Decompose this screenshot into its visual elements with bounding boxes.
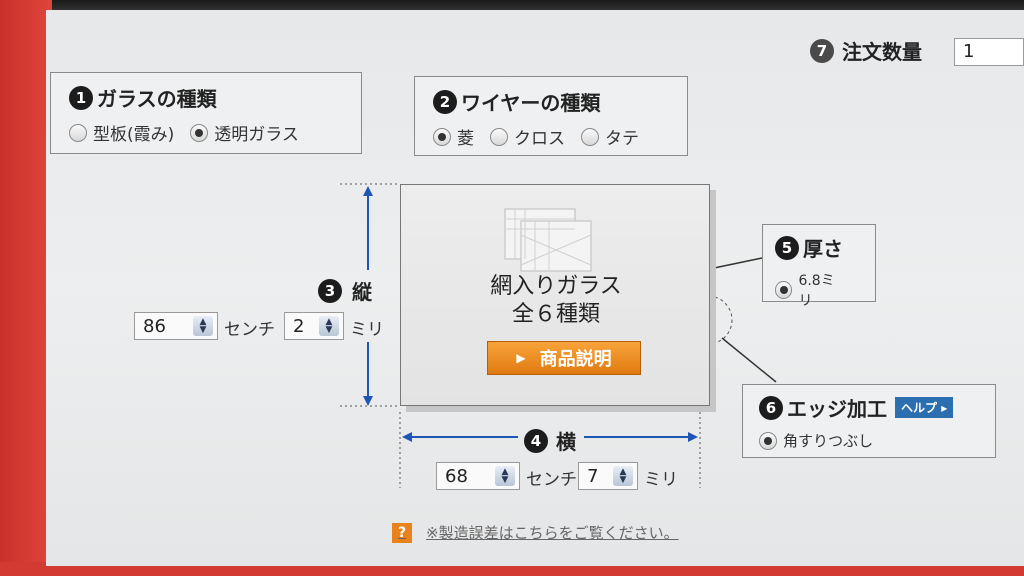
- product-info-label: 商品説明: [539, 349, 612, 370]
- option-label: 型板(霞み): [93, 125, 175, 145]
- edge-title: エッジ加工: [787, 397, 887, 421]
- edge-options: 角すりつぶし: [759, 430, 979, 451]
- option-label: タテ: [605, 129, 639, 149]
- glass-type-option-clear[interactable]: 透明ガラス: [190, 120, 299, 145]
- step-2-icon: 2: [433, 89, 457, 114]
- height-label-group: 3 縦: [318, 276, 372, 305]
- height-mm-value: 2: [293, 315, 305, 337]
- edge-title-row: 6 エッジ加工 ヘルプ ▸: [759, 393, 979, 422]
- wire-type-title-row: 2 ワイヤーの種類: [433, 87, 669, 116]
- thickness-box: 5 厚さ 6.8ミリ: [762, 224, 876, 309]
- option-label: 6.8ミリ: [798, 273, 835, 309]
- help-button[interactable]: ヘルプ ▸: [895, 397, 954, 418]
- step-6-icon: 6: [759, 395, 783, 420]
- spinner-arrows-icon[interactable]: ▲▼: [193, 316, 213, 336]
- radio-icon[interactable]: [69, 123, 87, 142]
- thickness-title-row: 5 厚さ: [775, 233, 863, 262]
- wire-type-option-vertical[interactable]: タテ: [581, 124, 639, 149]
- spinner-arrows-icon[interactable]: ▲▼: [613, 466, 633, 486]
- glass-type-title: ガラスの種類: [97, 87, 217, 111]
- thickness-title: 厚さ: [803, 237, 843, 261]
- option-label: 菱: [457, 129, 474, 149]
- help-label: ヘルプ: [901, 401, 938, 415]
- height-label: 縦: [352, 280, 372, 304]
- wire-type-options: 菱 クロス タテ: [433, 124, 669, 149]
- edge-option-corner[interactable]: 角すりつぶし: [759, 430, 873, 451]
- width-cm-spinner[interactable]: 68 ▲▼: [436, 462, 520, 490]
- edge-leader-line: [721, 337, 777, 383]
- height-cm-value: 86: [143, 315, 166, 337]
- option-label: 角すりつぶし: [783, 432, 874, 450]
- step-7-icon: 7: [810, 38, 834, 63]
- step-1-icon: 1: [69, 85, 93, 110]
- question-icon: ?: [392, 522, 412, 543]
- wire-type-option-diamond[interactable]: 菱: [433, 124, 474, 149]
- width-arrowhead-left: [402, 432, 412, 442]
- width-cm-value: 68: [445, 465, 468, 487]
- step-4-icon: 4: [524, 428, 548, 453]
- spinner-arrows-icon[interactable]: ▲▼: [319, 316, 339, 336]
- glass-type-title-row: 1 ガラスの種類: [69, 83, 343, 112]
- width-label: 横: [556, 430, 576, 454]
- wire-mesh-icon: [504, 208, 592, 272]
- play-triangle-icon: ▶: [516, 351, 526, 365]
- width-label-group: 4 横: [524, 426, 576, 455]
- glass-type-box: 1 ガラスの種類 型板(霞み) 透明ガラス: [50, 72, 362, 154]
- radio-icon[interactable]: [490, 127, 508, 146]
- width-arrowhead-right: [688, 432, 698, 442]
- thickness-leader-line: [713, 257, 763, 269]
- order-quantity-label: 注文数量: [842, 40, 922, 64]
- spinner-arrows-icon[interactable]: ▲▼: [495, 466, 515, 486]
- width-mm-unit: ミリ: [644, 470, 678, 490]
- height-arrowhead-bottom: [363, 396, 373, 406]
- glass-preview: 網入りガラス 全６種類 ▶ 商品説明: [400, 184, 710, 406]
- option-label: クロス: [514, 129, 565, 149]
- height-mm-spinner[interactable]: 2 ▲▼: [284, 312, 344, 340]
- width-mm-spinner[interactable]: 7 ▲▼: [578, 462, 638, 490]
- radio-selected-icon[interactable]: [775, 281, 793, 299]
- height-cm-spinner[interactable]: 86 ▲▼: [134, 312, 218, 340]
- thickness-options: 6.8ミリ: [775, 270, 863, 310]
- order-quantity-label-group: 7 注文数量: [810, 36, 922, 65]
- width-mm-value: 7: [587, 465, 599, 487]
- product-info-button[interactable]: ▶ 商品説明: [487, 341, 641, 375]
- wire-type-option-cross[interactable]: クロス: [490, 124, 565, 149]
- glass-count: 全６種類: [511, 302, 600, 327]
- wire-type-box: 2 ワイヤーの種類 菱 クロス タテ: [414, 76, 688, 156]
- step-5-icon: 5: [775, 235, 799, 260]
- radio-selected-icon[interactable]: [190, 123, 209, 142]
- thickness-option-6-8[interactable]: 6.8ミリ: [775, 270, 847, 310]
- radio-icon[interactable]: [581, 127, 599, 146]
- manufacturing-note-text[interactable]: ※製造誤差はこちらをご覧ください。: [426, 524, 679, 542]
- height-arrowhead-top: [363, 186, 373, 196]
- glass-type-options: 型板(霞み) 透明ガラス: [69, 120, 343, 145]
- option-label: 透明ガラス: [214, 125, 299, 145]
- glass-type-option-patterned[interactable]: 型板(霞み): [69, 120, 174, 145]
- wire-type-title: ワイヤーの種類: [461, 91, 601, 115]
- order-quantity-input[interactable]: 1: [954, 38, 1024, 66]
- red-side-background: [0, 0, 52, 576]
- width-cm-unit: センチ: [526, 470, 577, 490]
- glass-description: 網入りガラス 全６種類: [401, 273, 711, 329]
- radio-selected-icon[interactable]: [759, 431, 777, 450]
- glass-title: 網入りガラス: [490, 274, 622, 299]
- height-cm-unit: センチ: [224, 320, 275, 340]
- manufacturing-note-link[interactable]: ? ※製造誤差はこちらをご覧ください。: [392, 522, 679, 543]
- step-3-icon: 3: [318, 278, 342, 303]
- edge-box: 6 エッジ加工 ヘルプ ▸ 角すりつぶし: [742, 384, 996, 458]
- radio-selected-icon[interactable]: [433, 127, 451, 146]
- height-mm-unit: ミリ: [350, 320, 384, 340]
